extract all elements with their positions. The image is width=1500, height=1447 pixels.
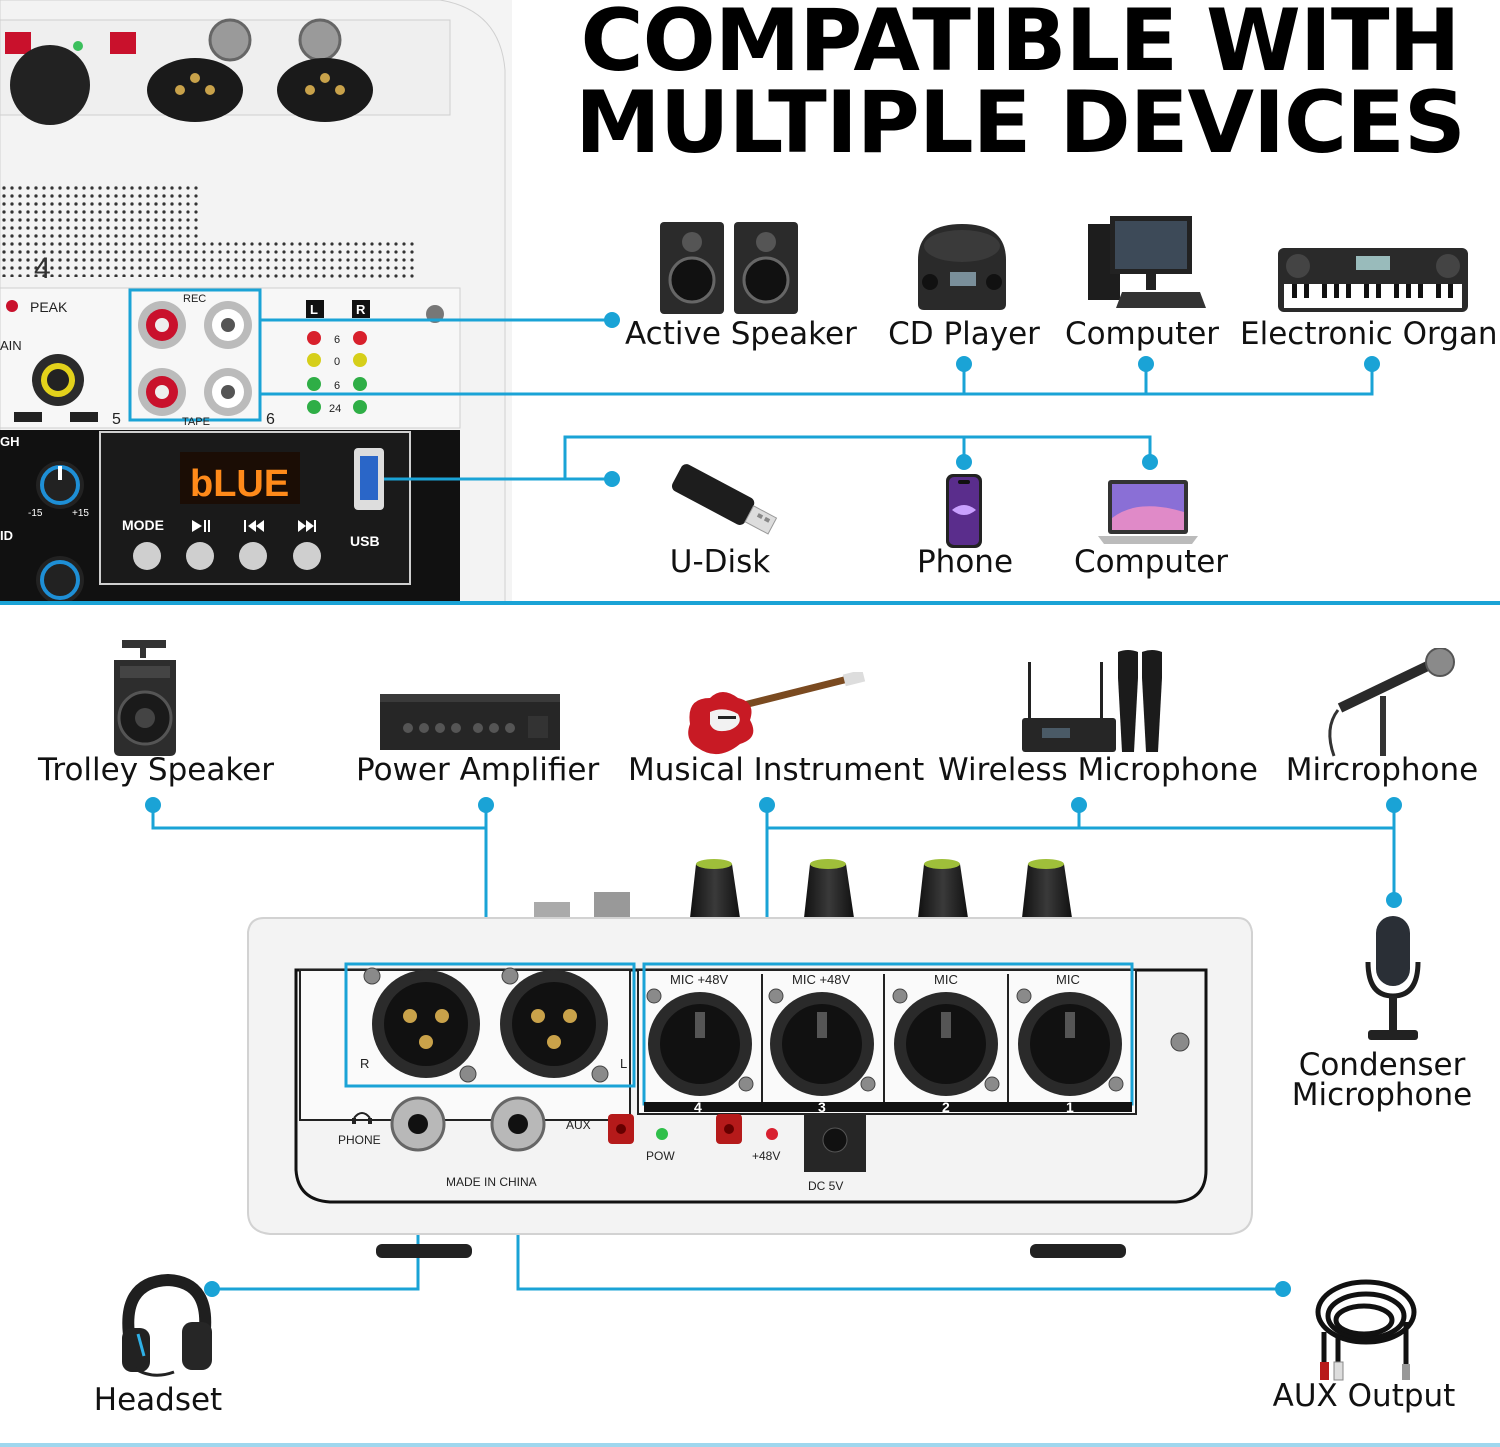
dc-input-label: DC 5V [808,1179,843,1193]
microphone-icon [1328,648,1455,757]
keyboard-organ-icon [1278,248,1468,312]
device-label-power-amplifier: Power Amplifier [356,752,600,788]
phantom-power-label: +48V [752,1149,780,1163]
meter-r-label: R [356,302,366,317]
output-l-label: L [620,1056,627,1071]
channel-4-label: 4 [34,252,51,285]
device-label-electronic-organ: Electronic Organ [1240,316,1498,352]
aux-cable-icon [1315,1279,1417,1381]
headset-icon [122,1273,212,1377]
title-line-1: COMPATIBLE WITH [580,0,1460,91]
page-title: COMPATIBLE WITH MULTIPLE DEVICES [560,0,1480,173]
laptop-icon [1098,480,1198,544]
trolley-speaker-icon [114,640,176,756]
condenser-line-1: Condenser [1298,1047,1466,1083]
desktop-computer-icon [1088,216,1206,308]
device-label-trolley-speaker: Trolley Speaker [38,752,274,788]
device-label-active-speaker: Active Speaker [625,316,857,352]
input-3-number: 3 [818,1099,826,1115]
device-label-headset: Headset [93,1382,223,1418]
input-2-number: 2 [942,1099,950,1115]
device-label-computer: Computer [1064,316,1220,352]
tape-label: TAPE [182,416,210,428]
device-label-musical-instrument: Musical Instrument [628,752,925,788]
mixer-front-panel: R L MIC +48V MIC +48V MIC MIC 4 3 2 1 PH… [247,859,1253,1258]
phone-jack-label: PHONE [338,1133,381,1147]
cd-player-icon [918,224,1006,310]
peak-label: PEAK [30,299,68,315]
gain-label: AIN [0,338,22,353]
input-1-number: 1 [1066,1099,1074,1115]
title-line-2: MULTIPLE DEVICES [575,73,1466,173]
knob-min-label: -15 [28,508,43,519]
input-4-number: 4 [694,1099,702,1115]
meter-level-1: 6 [334,334,340,346]
input-4-type-label: MIC +48V [670,972,728,987]
input-1-type-label: MIC [1056,972,1080,987]
device-label-computer-usb: Computer [1073,544,1229,580]
usb-drive-icon [671,464,778,535]
input-3-type-label: MIC +48V [792,972,850,987]
device-label-phone: Phone [916,544,1014,580]
condenser-microphone-icon [1365,916,1421,1040]
meter-level-4: 24 [329,403,341,415]
made-in-label: MADE IN CHINA [446,1175,537,1189]
power-label: POW [646,1149,675,1163]
meter-level-3: 6 [334,380,340,392]
high-eq-label: GH [0,434,20,449]
phone-icon [946,474,982,548]
aux-jack-label: AUX [566,1118,591,1132]
meter-l-label: L [310,302,318,317]
device-label-aux-output: AUX Output [1272,1378,1456,1414]
knob-max-label: +15 [72,508,89,519]
output-r-label: R [360,1056,369,1071]
meter-level-2: 0 [334,356,340,368]
mid-eq-label: ID [0,528,13,543]
rec-label: REC [183,293,206,305]
input-2-type-label: MIC [934,972,958,987]
device-label-wireless-microphone: Wireless Microphone [938,752,1259,788]
device-label-cd-player: CD Player [888,316,1040,352]
display-readout: bLUE [190,463,289,505]
channel-6-label: 6 [266,411,275,428]
mode-label: MODE [122,517,164,533]
wireless-microphone-icon [1022,650,1162,752]
channel-5-label: 5 [112,411,121,428]
guitar-icon [688,672,866,755]
top-mixer-photo: 4 PEAK AIN REC TAPE 5 6 L R 6 0 6 24 bLU… [0,0,512,604]
speaker-pair-icon [660,222,798,314]
usb-label: USB [350,533,380,549]
device-label-microphone: Mircrophone [1285,752,1479,788]
device-label-condenser-microphone: Condenser Microphone [1282,1047,1482,1113]
device-label-u-disk: U-Disk [669,544,771,580]
power-amplifier-icon [380,694,560,750]
condenser-line-2: Microphone [1291,1077,1473,1113]
